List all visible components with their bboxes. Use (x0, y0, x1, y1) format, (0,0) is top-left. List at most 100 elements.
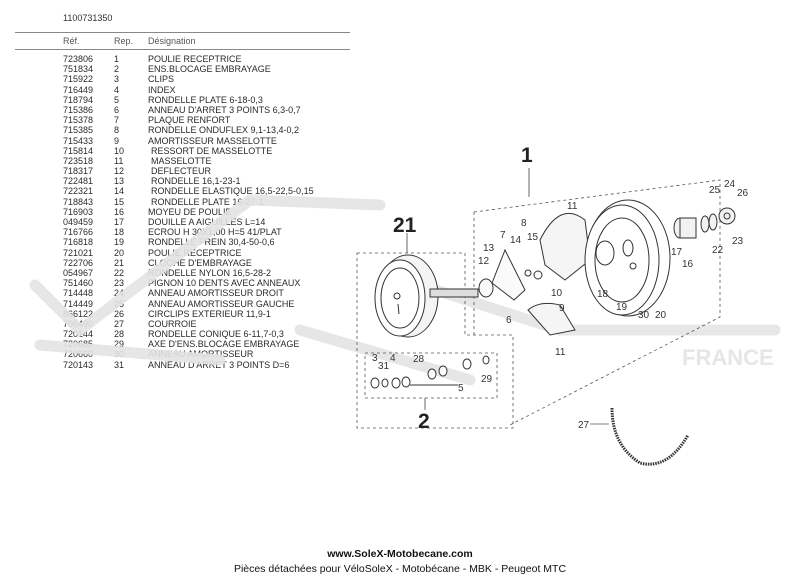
callout-30: 30 (638, 310, 650, 321)
part-rep: 10 (114, 145, 125, 156)
header-rule-top (15, 32, 350, 33)
part-rep: 22 (114, 267, 125, 278)
callout-29: 29 (481, 374, 493, 385)
part-rep: 3 (114, 74, 120, 85)
assembly-label-21: 21 (393, 214, 417, 237)
callout-31: 31 (378, 361, 390, 372)
part-rep: 12 (114, 166, 125, 177)
part-ref: 722481 (63, 176, 94, 187)
callout-13: 13 (483, 243, 495, 254)
part-ref: 716766 (63, 227, 94, 238)
part-rep: 4 (114, 84, 120, 95)
column-header-ref: Réf. (63, 36, 80, 46)
reinforcement-plate (478, 248, 543, 301)
callout-7: 7 (500, 230, 506, 241)
callout-27: 27 (578, 420, 590, 431)
callout-11-top: 11 (567, 201, 578, 212)
part-rep: 5 (114, 94, 120, 105)
pulley-hub (673, 207, 736, 239)
part-rep: 23 (114, 278, 125, 289)
callout-8: 8 (521, 218, 527, 229)
watermark-text: FRANCE (682, 345, 774, 370)
assembly-21-box (356, 252, 514, 429)
callout-17: 17 (671, 247, 683, 258)
callout-16: 16 (682, 259, 694, 270)
part-designation: ANNEAU D'ARRET 3 POINTS 6,3-0,7 (148, 104, 301, 115)
callout-10: 10 (551, 288, 563, 299)
part-ref: 715378 (63, 115, 94, 126)
part-designation: CLOCHE D'EMBRAYAGE (148, 257, 252, 268)
part-rep: 21 (114, 257, 125, 268)
part-ref: 722321 (63, 186, 94, 197)
callout-26: 26 (737, 188, 749, 199)
drive-belt (610, 407, 690, 466)
callout-19: 19 (616, 302, 628, 313)
callout-20: 20 (655, 310, 667, 321)
part-designation: DOUILLE A AIGUILLES L=14 (148, 217, 266, 227)
part-designation: RONDELLE NYLON 16,5-28-2 (148, 267, 272, 278)
callout-25: 25 (709, 185, 721, 196)
part-rep: 18 (114, 227, 125, 238)
part-designation: RONDELLE PLATE 6-18-0,3 (148, 94, 263, 105)
part-rep: 6 (114, 104, 120, 115)
part-designation: AXE D'ENS.BLOCAGE EMBRAYAGE (148, 339, 300, 350)
part-rep: 19 (114, 237, 125, 248)
column-header-designation: Désignation (148, 36, 196, 46)
part-rep: 20 (114, 247, 125, 258)
part-designation: ANNEAU AMORTISSEUR DROIT (148, 288, 284, 299)
part-ref: 718843 (63, 196, 94, 207)
callout-9: 9 (559, 303, 565, 314)
part-designation: MASSELOTTE (151, 155, 212, 166)
clutch-bell-drum (374, 254, 479, 338)
callout-15: 15 (527, 232, 539, 243)
part-ref: 751460 (63, 278, 94, 289)
part-ref: 714448 (63, 288, 94, 299)
part-rep: 17 (114, 217, 125, 227)
callout-18: 18 (597, 289, 609, 300)
part-ref: 715385 (63, 125, 94, 136)
part-rep: 15 (114, 196, 125, 207)
part-ref: 866122 (63, 308, 94, 319)
document-number: 1100731350 (63, 13, 113, 23)
part-designation: RONDELLE ONDUFLEX 9,1-13,4-0,2 (148, 125, 300, 136)
callout-14: 14 (510, 235, 522, 246)
callout-22: 22 (712, 245, 724, 256)
part-rep: 16 (114, 206, 125, 217)
part-ref: 715386 (63, 104, 94, 115)
part-designation: RONDELLE ELASTIQUE 16,5-22,5-0,15 (151, 186, 314, 197)
part-rep: 13 (114, 176, 125, 187)
part-ref: 049459 (63, 217, 94, 227)
part-ref: 054967 (63, 267, 94, 278)
part-designation: RONDELLE PLATE 16-27-1 (151, 196, 264, 207)
assembly-label-2: 2 (418, 410, 430, 433)
header-rule-bottom (15, 49, 350, 50)
callout-3: 3 (372, 353, 378, 364)
callout-12: 12 (478, 256, 490, 267)
part-designation: ANNEAU AMORTISSEUR GAUCHE (148, 298, 295, 309)
part-designation: PLAQUE RENFORT (148, 115, 231, 126)
part-rep: 8 (114, 125, 120, 136)
part-designation: DEFLECTEUR (151, 166, 212, 177)
part-ref: 751834 (63, 64, 94, 75)
column-header-rep: Rep. (114, 36, 134, 46)
clutch-weights (527, 212, 591, 336)
part-designation: RONDELLE 16,1-23-1 (151, 176, 241, 187)
part-rep: 2 (114, 64, 120, 75)
part-rep: 14 (114, 186, 125, 197)
assembly-1-box (473, 179, 721, 426)
part-ref: 723806 (63, 54, 94, 64)
part-rep: 9 (114, 135, 120, 146)
part-ref: 716449 (63, 84, 94, 95)
part-ref: 721021 (63, 247, 94, 258)
part-designation: COURROIE (148, 318, 197, 329)
callout-28: 28 (413, 354, 425, 365)
part-designation: AMORTISSEUR MASSELOTTE (148, 135, 277, 146)
part-ref: 715922 (63, 74, 94, 85)
part-rep: 26 (114, 308, 125, 319)
part-rep: 1 (114, 54, 120, 64)
footer-website-link[interactable]: www.SoleX-Motobecane.com (327, 548, 473, 560)
part-rep: 11 (114, 155, 124, 166)
part-designation: POULIE RECEPTRICE (148, 247, 242, 258)
part-designation: MOYEU DE POULIE (148, 206, 232, 217)
